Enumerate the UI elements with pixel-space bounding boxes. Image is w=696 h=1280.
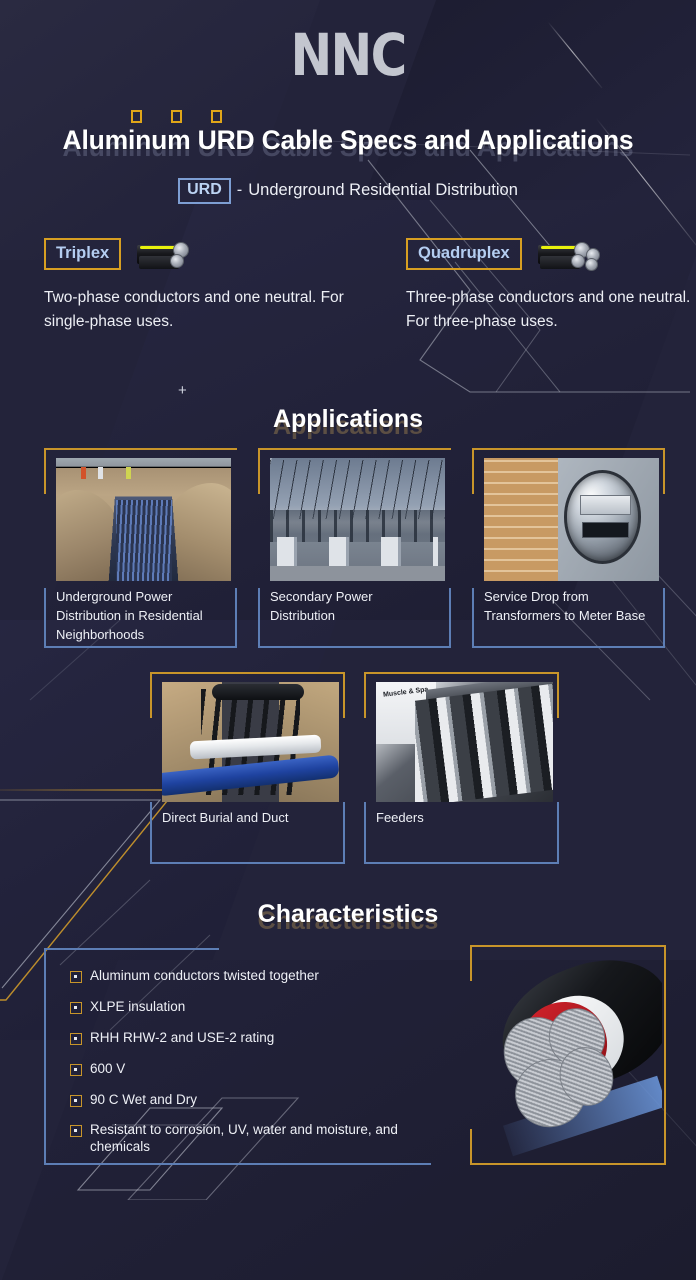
decor-square-icon [131,110,142,123]
card-image [270,458,445,581]
card-caption: Service Drop from Transformers to Meter … [484,589,646,623]
cable-cross-section-image [470,945,666,1165]
bullet-square-icon [70,1063,82,1076]
application-card[interactable]: Service Drop from Transformers to Meter … [472,448,665,648]
decor-square-icon [211,110,222,123]
card-frame [364,672,559,864]
page-title: Aluminum URD Cable Specs and Application… [62,125,634,155]
list-item: RHH RHW-2 and USE-2 rating [70,1030,423,1047]
list-item-label: 90 C Wet and Dry [90,1091,198,1107]
bullet-square-icon [70,1001,82,1014]
bullet-square-icon [70,971,82,983]
applications-heading: Applications [272,405,423,433]
list-item: 90 C Wet and Dry [70,1092,423,1109]
card-image [162,682,339,802]
quadruplex-cable-icon [537,237,600,271]
characteristics-heading: Characteristics [257,900,439,928]
plus-decor: + [178,382,187,399]
card-image [484,458,659,581]
card-caption: Secondary Power Distribution [270,589,373,623]
bullet-square-icon [70,1125,82,1138]
list-item: Resistant to corrosion, UV, water and mo… [70,1122,423,1156]
characteristics-list: Aluminum conductors twisted together XLP… [70,968,423,1170]
quadruplex-description: Three-phase conductors and one neutral. … [406,289,691,330]
list-item: 600 V [70,1061,423,1078]
brand-logo: NNC [290,21,408,89]
list-item-label: XLPE insulation [90,998,186,1014]
title-decor-squares [131,110,222,123]
quadruplex-badge: Quadruplex [406,237,522,271]
list-item: XLPE insulation [70,999,423,1016]
panel-border-top [44,948,219,950]
photo-bracket-left-lower [470,1129,472,1165]
application-card[interactable]: Secondary Power Distribution [258,448,451,648]
list-item-label: Aluminum conductors twisted together [90,968,319,983]
urd-expansion-text: Underground Residential Distribution [248,181,518,200]
characteristics-panel: Aluminum conductors twisted together XLP… [44,948,431,1165]
decor-square-icon [171,110,182,123]
triplex-cable-icon [137,237,199,271]
application-card[interactable]: Underground Power Distribution in Reside… [44,448,237,648]
photo-bracket-right [664,945,666,1165]
card-image: Muscle & Spa [376,682,553,802]
urd-dash: - [236,181,243,200]
card-caption: Direct Burial and Duct [162,810,289,825]
card-caption: Underground Power Distribution in Reside… [56,589,203,642]
urd-definition-line: URD - Underground Residential Distributi… [0,178,696,204]
cable-type-quadruplex: Quadruplex Three-phase conductors and on… [406,236,696,333]
cable-photo-canvas [474,949,662,1161]
list-item-label: Resistant to corrosion, UV, water and mo… [90,1122,398,1155]
list-item-label: RHH RHW-2 and USE-2 rating [90,1029,275,1045]
urd-badge: URD [178,178,231,204]
bullet-square-icon [70,1032,82,1045]
photo-bracket-bottom [470,1163,666,1165]
cable-type-header: Triplex [44,236,344,272]
application-card[interactable]: Muscle & Spa Feeders [364,672,559,864]
list-item: Aluminum conductors twisted together [70,968,423,985]
bullet-square-icon [70,1094,82,1107]
cable-type-header: Quadruplex [406,236,696,272]
panel-border-left [44,948,46,1165]
photo-bracket-left [470,945,472,981]
photo-bracket-top [470,945,666,947]
card-caption: Feeders [376,810,424,825]
list-item-label: 600 V [90,1060,126,1076]
triplex-badge: Triplex [44,237,122,271]
triplex-description: Two-phase conductors and one neutral. Fo… [44,289,344,330]
cable-type-triplex: Triplex Two-phase conductors and one neu… [44,236,344,333]
card-image [56,458,231,581]
application-card[interactable]: Direct Burial and Duct [150,672,345,864]
